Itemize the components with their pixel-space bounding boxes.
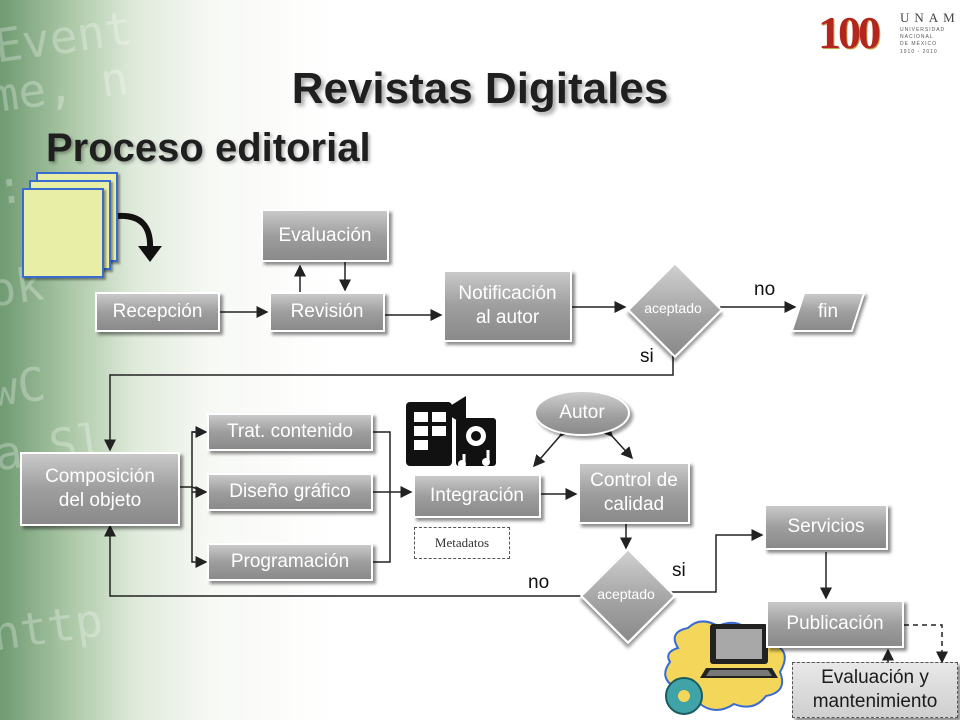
node-notificacion: Notificación al autor [443, 270, 572, 342]
node-servicios: Servicios [764, 504, 888, 550]
node-programacion: Programación [207, 543, 373, 581]
slide-title: Revistas Digitales [291, 64, 669, 113]
decision-aceptado-bottom-label: aceptado [597, 586, 655, 602]
node-publicacion: Publicación [766, 600, 904, 648]
logo-line3: DE MÉXICO [900, 41, 938, 47]
edge-composicion-split [180, 431, 206, 562]
node-revision-label: Revisión [290, 301, 364, 322]
node-diseno-grafico: Diseño gráfico [207, 473, 373, 511]
edge-aceptado-composicion [104, 352, 674, 452]
unam-100-logo: 100 UNAM UNIVERSIDAD NACIONAL DE MÉXICO … [818, 6, 958, 64]
decision-aceptado-bottom: aceptado [579, 547, 677, 645]
node-revision: Revisión [269, 292, 385, 332]
node-trat-contenido-label: Trat. contenido [226, 421, 354, 442]
document-stack-icon [22, 172, 122, 278]
edge-autor-integracion [533, 424, 572, 468]
node-recepcion: Recepción [95, 292, 220, 332]
edge-label-no-top: no [754, 279, 776, 300]
node-metadatos-label: Metadatos [434, 535, 490, 550]
node-evaluacion-label: Evaluación [278, 224, 372, 246]
decision-aceptado-top: aceptado [626, 261, 724, 359]
curved-arrow-icon [117, 212, 162, 262]
edge-label-no-bottom: no [528, 572, 550, 593]
logo-org: UNAM [900, 10, 960, 25]
node-composicion: Composición del objeto [20, 452, 180, 526]
node-fin: fin [790, 292, 866, 332]
node-control-line2: calidad [603, 494, 665, 515]
logo-years: 1910 - 2010 [900, 49, 938, 55]
edge-label-si-top: si [640, 346, 654, 367]
node-control-line1: Control de [590, 470, 678, 491]
node-fin-label: fin [817, 301, 839, 322]
decision-aceptado-top-label: aceptado [644, 300, 702, 316]
edge-trats-merge [373, 431, 391, 563]
node-autor-label: Autor [559, 402, 605, 423]
node-composicion-line1: Composición [45, 466, 155, 487]
node-recepcion-label: Recepción [112, 301, 203, 322]
edge-publicacion-evaluacion [904, 624, 948, 664]
node-programacion-label: Programación [230, 551, 350, 572]
node-notificacion-line1: Notificación [458, 283, 557, 304]
slide-subtitle: Proceso editorial [46, 126, 371, 170]
multimedia-clipart-icon [406, 396, 496, 468]
node-diseno-grafico-label: Diseño gráfico [229, 481, 351, 502]
computer-network-icon [664, 620, 786, 715]
logo-line1: UNIVERSIDAD [900, 27, 946, 33]
logo-line2: NACIONAL [900, 34, 934, 40]
node-integracion: Integración [413, 474, 541, 518]
logo-number: 100 [818, 7, 881, 58]
edge-autor-control [600, 424, 634, 460]
node-autor: Autor [534, 390, 630, 436]
node-notificacion-line2: al autor [475, 307, 540, 328]
node-trat-contenido: Trat. contenido [207, 413, 373, 451]
node-evaluacion: Evaluación [261, 209, 389, 262]
node-control-calidad: Control de calidad [578, 462, 690, 524]
edge-aceptado-servicios [668, 529, 764, 593]
node-evaluacion-mant-line2: mantenimiento [812, 691, 938, 712]
node-publicacion-label: Publicación [786, 613, 884, 634]
node-servicios-label: Servicios [787, 516, 865, 537]
edge-aceptado-composicion-no [104, 524, 585, 597]
node-integracion-label: Integración [429, 485, 524, 506]
node-composicion-line2: del objeto [58, 490, 142, 511]
node-metadatos: Metadatos [414, 527, 510, 559]
node-evaluacion-mant-line1: Evaluación y [821, 667, 929, 688]
node-evaluacion-mantenimiento: Evaluación y mantenimiento [792, 662, 958, 718]
edge-label-si-bottom: si [672, 560, 686, 581]
